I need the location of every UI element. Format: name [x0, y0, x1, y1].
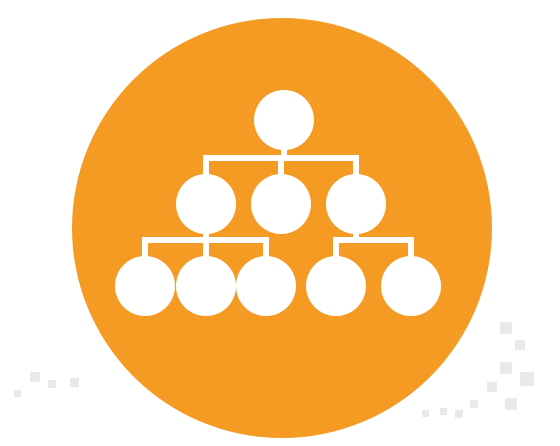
- org-node-level2: [176, 174, 236, 234]
- decor-square: [470, 400, 478, 408]
- decor-square: [500, 362, 512, 374]
- decor-square: [14, 390, 21, 397]
- decor-square: [487, 382, 497, 392]
- decor-square: [440, 408, 447, 415]
- decor-square: [48, 380, 56, 388]
- org-node-level2: [251, 174, 311, 234]
- pixel-decoration: [14, 322, 534, 418]
- org-nodes: [115, 90, 441, 316]
- decor-square: [30, 372, 40, 382]
- decor-square: [520, 372, 534, 386]
- decor-square: [422, 410, 429, 417]
- decor-square: [70, 378, 79, 387]
- decor-square: [455, 410, 463, 418]
- org-node-level3: [176, 256, 236, 316]
- decor-square: [500, 322, 512, 334]
- org-node-level3: [115, 256, 175, 316]
- decor-square: [515, 340, 525, 350]
- org-node-level3: [306, 256, 366, 316]
- org-node-level2: [326, 174, 386, 234]
- org-node-root: [254, 90, 314, 150]
- decor-square: [505, 398, 517, 410]
- org-node-level3: [236, 256, 296, 316]
- org-node-level3: [381, 256, 441, 316]
